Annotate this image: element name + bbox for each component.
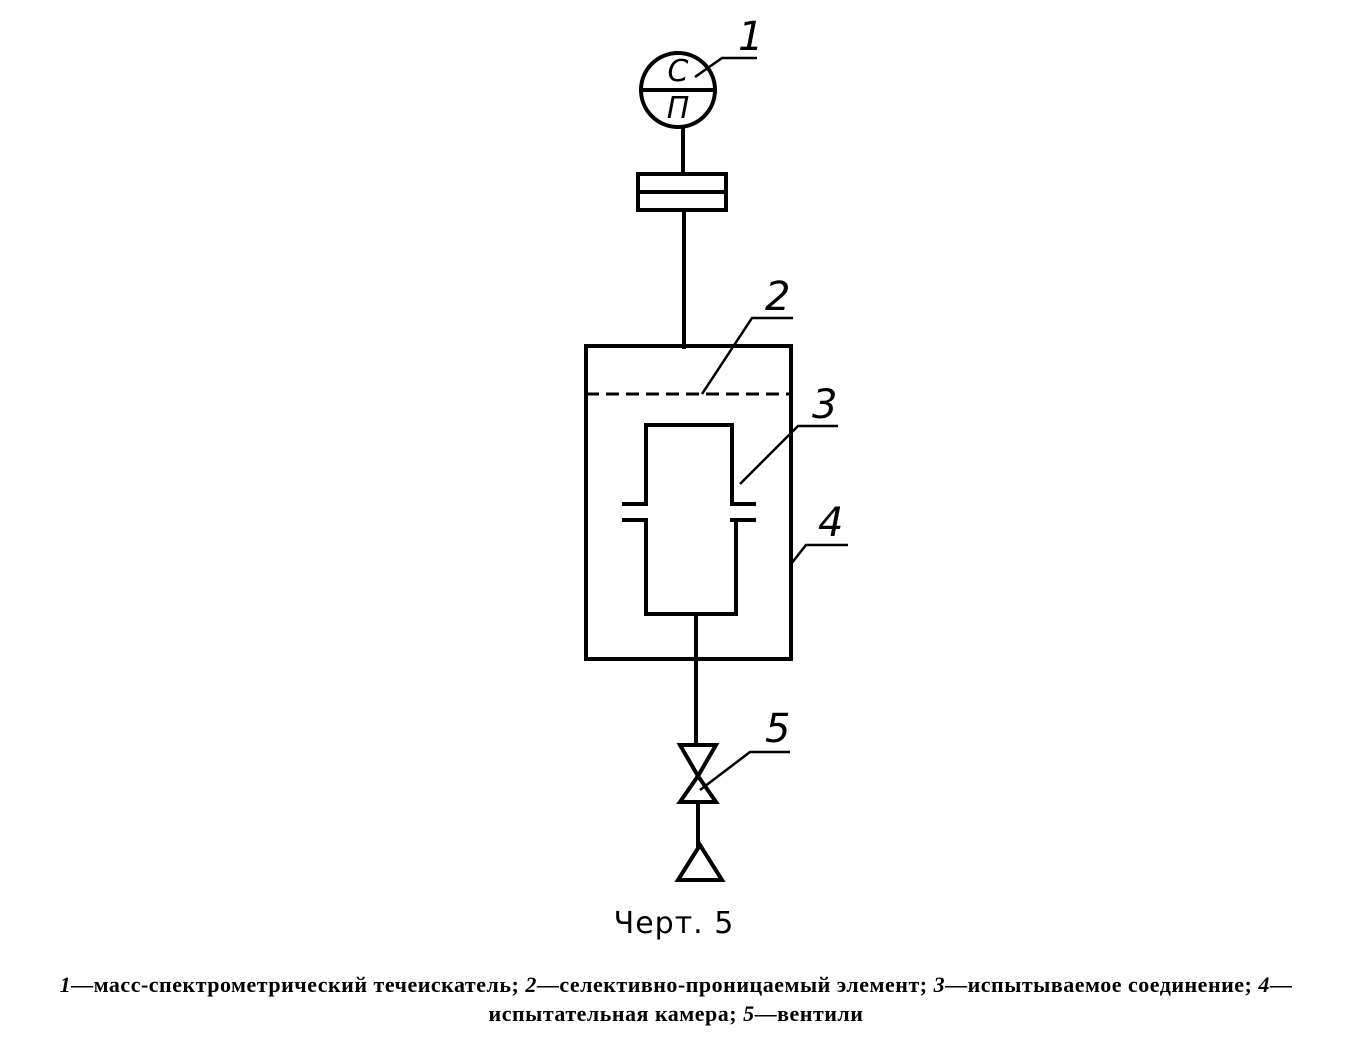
- legend-text-4: —испытательная камера;: [488, 972, 1293, 1026]
- callout-5: 5: [765, 706, 790, 752]
- legend-num-2: 2: [525, 972, 537, 997]
- valve-upper: [676, 743, 720, 804]
- legend-text-1: —масс-спектрометрический течеискатель;: [71, 972, 526, 997]
- legend-num-5: 5: [743, 1001, 755, 1026]
- legend-text-3: —испытываемое соединение;: [945, 972, 1259, 997]
- gauge-bottom-letter: П: [667, 91, 690, 126]
- legend-num-1: 1: [59, 972, 72, 997]
- legend-num-4: 4: [1258, 972, 1270, 997]
- legend-text-5: —вентили: [754, 1001, 864, 1026]
- callout-2: 2: [765, 274, 790, 320]
- tested-connection: [622, 423, 756, 616]
- callout-3: 3: [812, 382, 837, 428]
- gauge-top-letter: С: [668, 54, 689, 89]
- figure-caption: Черт. 5: [613, 906, 735, 941]
- test-chamber: [584, 344, 793, 661]
- callout-1: 1: [738, 14, 763, 60]
- legend-num-3: 3: [933, 972, 946, 997]
- leader-lines: [694, 56, 848, 791]
- legend-text-2: —селективно-проницаемый элемент;: [536, 972, 934, 997]
- leak-detector-gauge: С П: [639, 51, 717, 129]
- callout-4: 4: [818, 500, 843, 546]
- figure-legend: 1—масс-спектрометрический течеискатель; …: [36, 970, 1316, 1028]
- valve-lower: [674, 841, 726, 882]
- flange-coupling: [636, 172, 728, 212]
